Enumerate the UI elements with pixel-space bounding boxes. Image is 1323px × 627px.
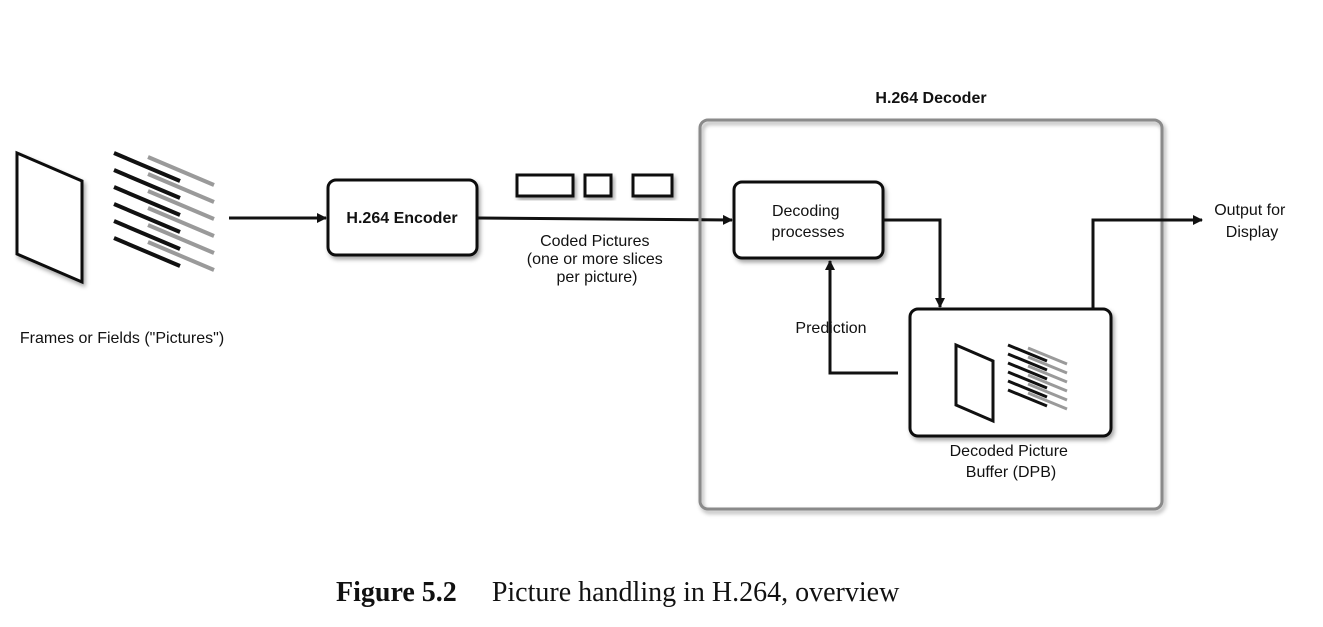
coded-pictures-label: Coded Pictures (one or more slices per p… — [527, 233, 668, 286]
decoder-container — [698, 118, 1164, 511]
arrow-to-dpb — [883, 218, 945, 308]
source-frame-icon — [15, 150, 84, 285]
coded-packets-icon — [515, 173, 674, 198]
encoder-label: H.264 Encoder — [346, 210, 457, 227]
figure-caption: Figure 5.2 Picture handling in H.264, ov… — [336, 577, 900, 608]
decoding-processes-label: Decoding processes — [772, 203, 845, 241]
figure-number: Figure 5.2 — [336, 577, 457, 608]
dpb-label: Decoded Picture Buffer (DPB) — [950, 443, 1073, 481]
output-label: Output for Display — [1214, 202, 1290, 241]
dpb-frame-icon — [954, 342, 995, 424]
figure-caption-text: Picture handling in H.264, overview — [492, 577, 900, 608]
prediction-arrow — [825, 260, 898, 375]
frames-label: Frames or Fields ("Pictures") — [20, 330, 224, 347]
dpb-fields-icon — [1007, 343, 1068, 411]
decoding-processes-box — [732, 180, 885, 260]
prediction-label: Prediction — [795, 320, 866, 337]
output-arrow — [1091, 215, 1203, 309]
decoder-title: H.264 Decoder — [875, 90, 986, 107]
source-fields-icon — [113, 151, 215, 272]
encoder-box — [326, 178, 479, 257]
arrow-to-decoder — [477, 214, 733, 225]
